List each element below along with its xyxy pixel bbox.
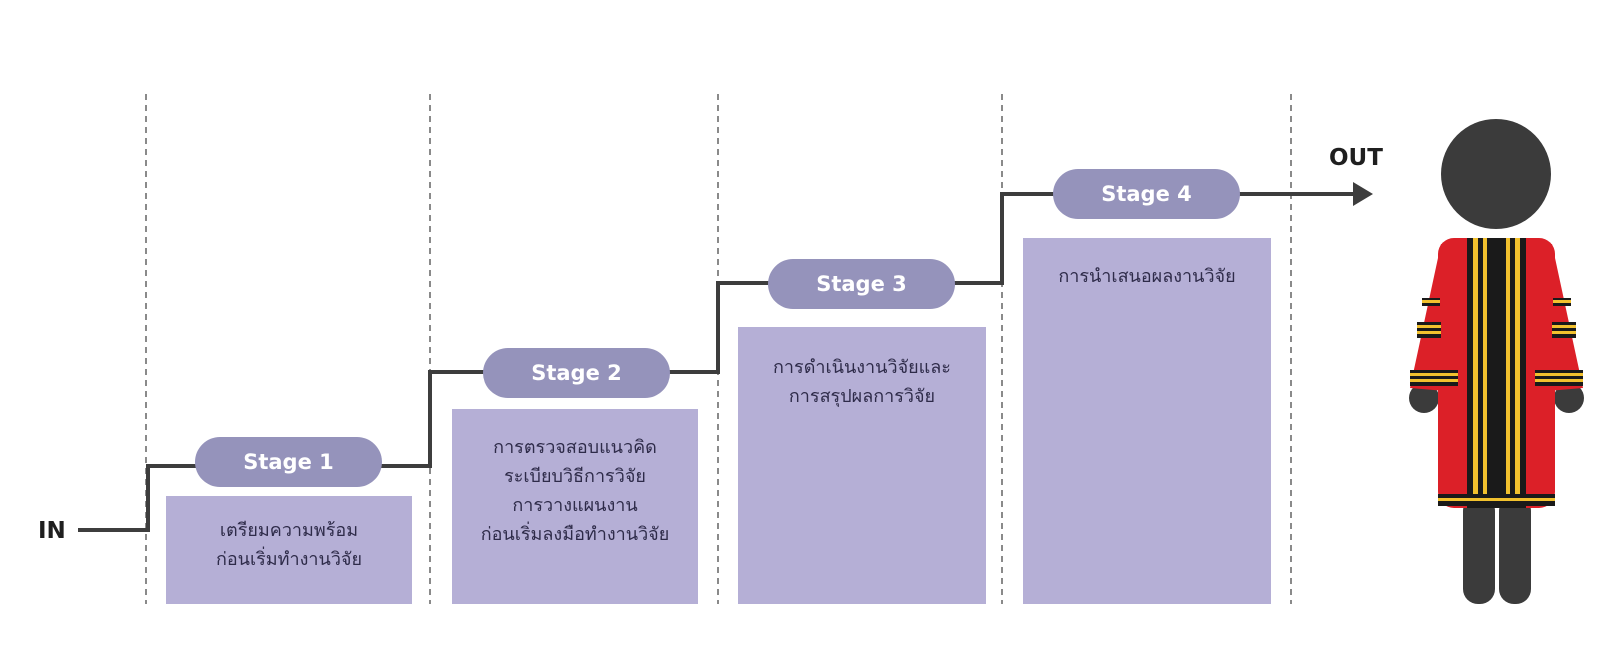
stage-1-description-box: เตรียมความพร้อม ก่อนเริ่มทำงานวิจัย <box>166 496 412 604</box>
figure-left-hand <box>1409 383 1439 413</box>
stage-2-pill: Stage 2 <box>483 348 670 398</box>
stage-1-line-1: เตรียมความพร้อม <box>219 520 359 541</box>
stage-4-line-1: การนำเสนอผลงานวิจัย <box>1058 266 1236 287</box>
stage-1-pill: Stage 1 <box>195 437 382 487</box>
out-label: OUT <box>1329 145 1383 171</box>
stage-3-line-2: การสรุปผลการวิจัย <box>788 386 936 407</box>
stage-4-description-box: การนำเสนอผลงานวิจัย <box>1023 238 1271 604</box>
gown-hem-stripes <box>1438 494 1555 506</box>
stage-2-line-2: ระเบียบวิธีการวิจัย <box>504 466 646 487</box>
graduate-figure-icon <box>1409 119 1584 604</box>
left-sleeve-stripes <box>1410 298 1458 386</box>
stage-2-line-4: ก่อนเริ่มลงมือทำงานวิจัย <box>480 524 670 545</box>
stage-2-description-box: การตรวจสอบแนวคิด ระเบียบวิธีการวิจัย การ… <box>452 409 698 604</box>
stage-2-line-1: การตรวจสอบแนวคิด <box>493 437 657 458</box>
figure-left-leg <box>1463 496 1495 604</box>
arrow-head-icon <box>1353 182 1373 206</box>
figure-head <box>1441 119 1551 229</box>
gown-front-stripes <box>1467 238 1526 508</box>
right-sleeve-stripes <box>1535 298 1583 386</box>
stage-1-line-2: ก่อนเริ่มทำงานวิจัย <box>215 549 363 570</box>
stage-2-line-3: การวางแผนงาน <box>512 495 638 516</box>
stage-3-pill: Stage 3 <box>768 259 955 309</box>
figure-right-hand <box>1554 383 1584 413</box>
figure-right-leg <box>1499 496 1531 604</box>
in-label: IN <box>38 518 66 544</box>
stage-3-line-1: การดำเนินงานวิจัยและ <box>773 357 951 378</box>
stage-3-description-box: การดำเนินงานวิจัยและ การสรุปผลการวิจัย <box>738 327 986 604</box>
stage-4-pill: Stage 4 <box>1053 169 1240 219</box>
